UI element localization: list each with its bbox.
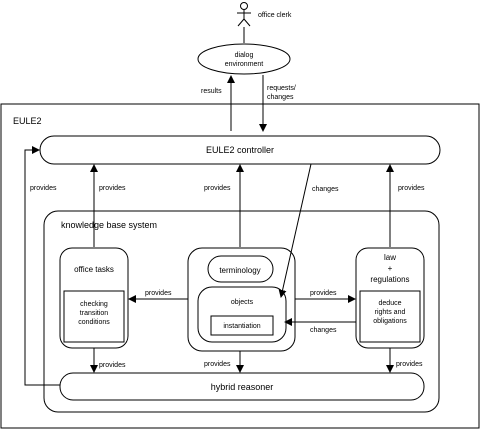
checking-transition-conditions-box xyxy=(63,290,125,343)
law-title-line2: + xyxy=(388,264,393,273)
provides-label-center: provides xyxy=(204,185,231,192)
checking-line3: conditions xyxy=(78,319,110,326)
changes-label-top: changes xyxy=(312,186,339,193)
provides-label-law-arrow: provides xyxy=(310,290,337,297)
kbs-title: knowledge base system xyxy=(61,220,157,230)
office-clerk-label: office clerk xyxy=(258,12,292,19)
provides-label-office-tasks: provides xyxy=(145,290,172,297)
law-title-line3: regulations xyxy=(370,275,409,284)
deduce-line1: deduce xyxy=(379,300,402,307)
deduce-line2: rights and xyxy=(375,309,406,316)
changes-label-bottom: changes xyxy=(310,327,337,334)
results-label: results xyxy=(201,88,222,95)
dialog-label-line1: dialog xyxy=(235,52,254,59)
controller-label: EULE2 controller xyxy=(206,145,274,155)
requests-label: requests/ xyxy=(267,85,296,92)
office-clerk-actor-icon xyxy=(237,2,251,27)
terminology-node xyxy=(207,255,274,283)
provides-label-bottom-office: provides xyxy=(99,362,126,369)
deduce-rights-box xyxy=(359,290,421,343)
dialog-label-line2: environment xyxy=(225,61,264,68)
terminology-label: terminology xyxy=(219,266,260,275)
reasoner-label: hybrid reasoner xyxy=(211,382,274,392)
checking-line1: checking xyxy=(80,301,108,308)
provides-label-bottom-law: provides xyxy=(396,361,423,368)
instantiation-label: instantiation xyxy=(223,323,260,330)
eule2-title: EULE2 xyxy=(13,116,42,126)
controller-changes-objects-arrow xyxy=(278,163,312,298)
instantiation-box xyxy=(210,315,274,336)
office-tasks-title: office tasks xyxy=(74,265,114,274)
objects-label: objects xyxy=(231,299,254,306)
knowledge-base-system-container xyxy=(43,210,440,413)
deduce-line3: obligations xyxy=(373,318,407,325)
provides-label-left: provides xyxy=(30,185,57,192)
checking-line2: transition xyxy=(80,310,109,317)
provides-label-bottom-center: provides xyxy=(204,361,231,368)
eule2-system-boundary xyxy=(0,103,480,429)
dialog-environment-node xyxy=(197,43,291,75)
law-title-line1: law xyxy=(384,253,396,262)
provides-label-law: provides xyxy=(398,185,425,192)
hybrid-reasoner-node xyxy=(59,372,425,401)
reasoner-to-controller-arrow xyxy=(24,146,60,386)
provides-label-office: provides xyxy=(99,185,126,192)
requests-changes-label: changes xyxy=(267,94,294,101)
